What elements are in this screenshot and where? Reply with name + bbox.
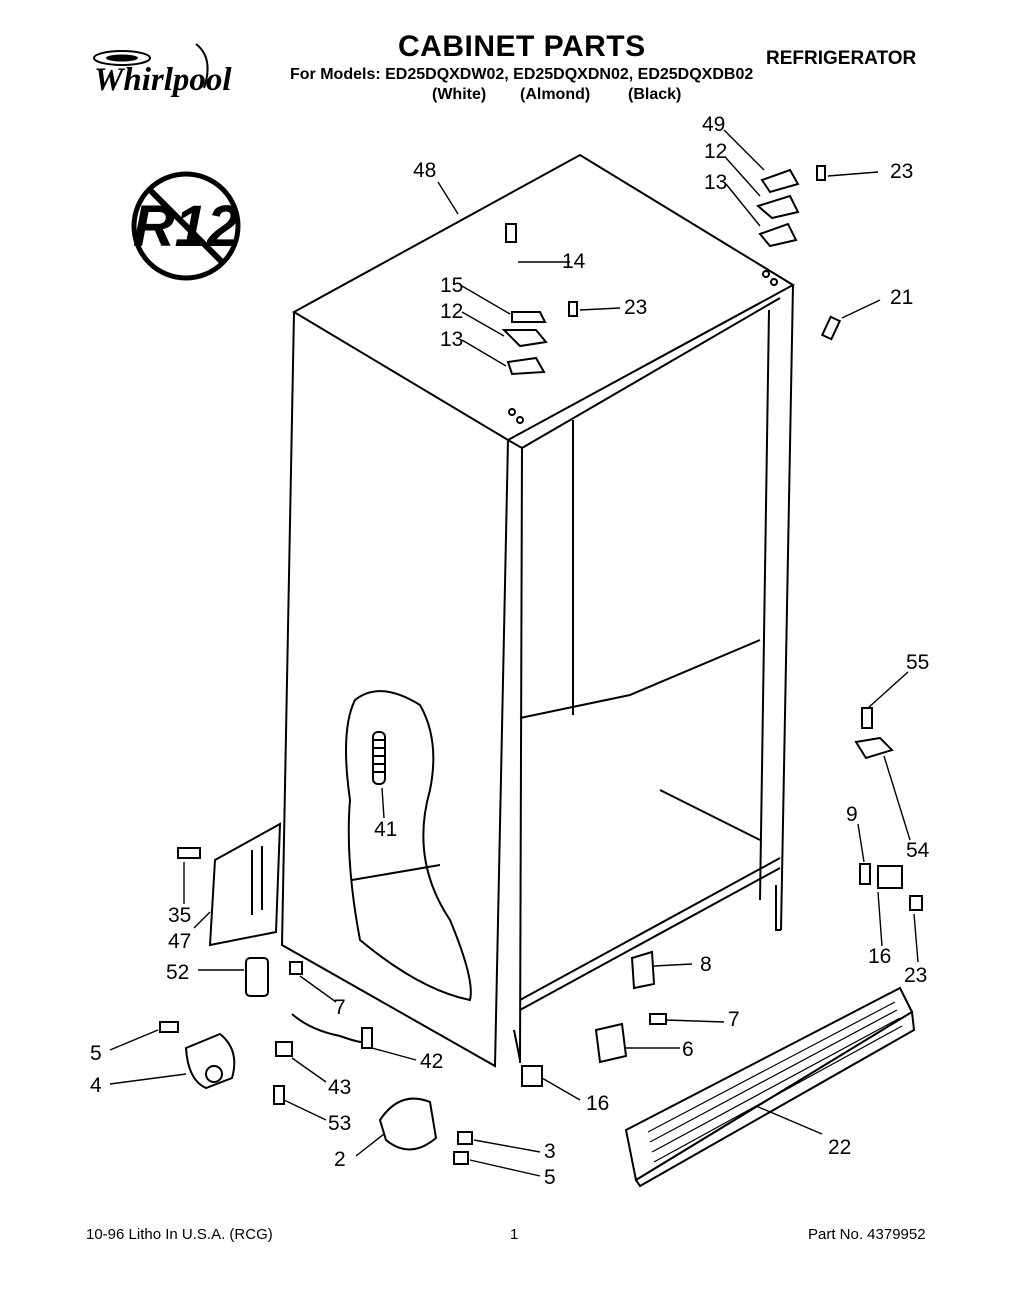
cabinet-body: [280, 153, 796, 1068]
grille: [624, 986, 916, 1188]
callout-6: 6: [682, 1038, 694, 1061]
appliance-type: REFRIGERATOR: [766, 48, 917, 69]
brand-logo-text: Whirlpool: [94, 62, 232, 98]
callout-8: 8: [700, 953, 712, 976]
callout-52: 52: [166, 961, 189, 984]
right-hinge-assembly: [755, 165, 842, 341]
callout-21: 21: [890, 286, 913, 309]
callout-48: 48: [413, 159, 436, 182]
callout-23: 23: [890, 160, 913, 183]
callout-7: 7: [334, 996, 346, 1019]
callout-15: 15: [440, 274, 463, 297]
callout-3: 3: [544, 1140, 556, 1163]
drain-tube-icon: [372, 731, 386, 785]
left-lower-parts: [159, 822, 373, 1105]
callout-12: 12: [440, 300, 463, 323]
callout-47: 47: [168, 930, 191, 953]
no-r12-badge: R12: [131, 171, 241, 281]
callout-12: 12: [704, 140, 727, 163]
right-lower-parts: [378, 707, 923, 1165]
callout-14: 14: [562, 250, 586, 273]
callout-43: 43: [328, 1076, 351, 1099]
color-black: (Black): [628, 86, 682, 103]
callout-16: 16: [586, 1092, 609, 1115]
callout-7: 7: [728, 1008, 740, 1031]
models-line: For Models: ED25DQXDW02, ED25DQXDN02, ED…: [290, 66, 754, 83]
callout-2: 2: [334, 1148, 346, 1171]
callout-16: 16: [868, 945, 891, 968]
callout-9: 9: [846, 803, 858, 826]
callout-22: 22: [828, 1136, 851, 1159]
callout-5: 5: [544, 1166, 556, 1189]
callout-4: 4: [90, 1074, 102, 1097]
footer-page-number: 1: [510, 1226, 519, 1243]
leader-lines: [109, 129, 919, 1177]
callout-23: 23: [904, 964, 927, 987]
callout-35: 35: [168, 904, 191, 927]
center-hinge-assembly: [501, 223, 578, 424]
callout-55: 55: [906, 651, 929, 674]
callout-41: 41: [374, 818, 397, 841]
callout-53: 53: [328, 1112, 351, 1135]
footer-part-number: Part No. 4379952: [808, 1226, 926, 1243]
callout-13: 13: [440, 328, 463, 351]
callout-42: 42: [420, 1050, 443, 1073]
callout-54: 54: [906, 839, 930, 862]
whirlpool-logo: Whirlpool: [93, 43, 232, 98]
color-white: (White): [432, 86, 487, 103]
callout-13: 13: [704, 171, 727, 194]
callout-labels: 48 49 12 13 23 14 15 12 23 13 21 41 55 9…: [90, 113, 930, 1189]
callout-23: 23: [624, 296, 647, 319]
page-title: CABINET PARTS: [398, 30, 646, 63]
callout-49: 49: [702, 113, 725, 136]
callout-5: 5: [90, 1042, 102, 1065]
color-almond: (Almond): [520, 86, 591, 103]
footer-print-info: 10-96 Litho In U.S.A. (RCG): [86, 1226, 273, 1243]
